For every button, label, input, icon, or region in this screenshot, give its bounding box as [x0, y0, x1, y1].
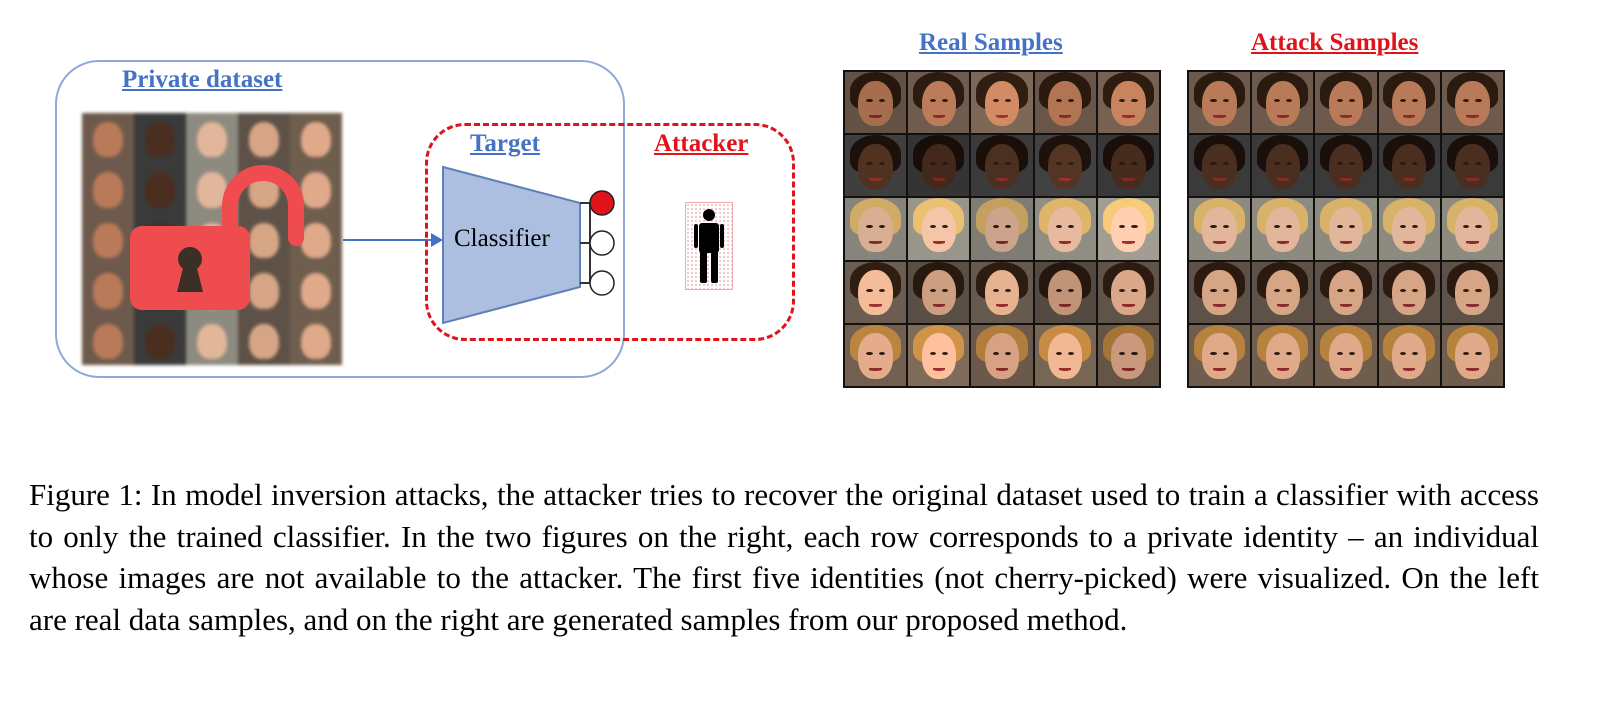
figure-caption: Figure 1: In model inversion attacks, th… [29, 477, 1539, 637]
face-thumbnail [1252, 135, 1314, 197]
face-thumbnail [1189, 261, 1251, 323]
face-thumbnail [1315, 72, 1377, 134]
face-thumbnail [1441, 72, 1503, 134]
output-node [589, 270, 615, 296]
face-thumbnail [1378, 324, 1440, 386]
face-thumbnail [845, 72, 907, 134]
blurred-face-thumbnail [82, 113, 134, 164]
face-thumbnail [1441, 261, 1503, 323]
data-flow-arrow [343, 239, 433, 241]
face-thumbnail [1441, 198, 1503, 260]
face-thumbnail [1189, 324, 1251, 386]
face-thumbnail [845, 261, 907, 323]
blurred-face-thumbnail [290, 264, 342, 315]
blurred-face-thumbnail [186, 314, 238, 365]
target-title: Target [470, 130, 540, 157]
attacker-title: Attacker [654, 130, 749, 157]
face-thumbnail [1252, 324, 1314, 386]
blurred-face-thumbnail [82, 314, 134, 365]
attack-samples-grid [1187, 70, 1505, 388]
face-thumbnail [1097, 72, 1159, 134]
attack-samples-title: Attack Samples [1251, 29, 1419, 56]
face-thumbnail [1378, 72, 1440, 134]
face-thumbnail [1189, 72, 1251, 134]
face-thumbnail [1252, 198, 1314, 260]
blurred-face-thumbnail [134, 163, 186, 214]
face-thumbnail [908, 261, 970, 323]
face-thumbnail [1378, 261, 1440, 323]
blurred-face-thumbnail [186, 113, 238, 164]
blurred-face-thumbnail [238, 113, 290, 164]
blurred-face-thumbnail [134, 113, 186, 164]
real-samples-title: Real Samples [919, 29, 1063, 56]
face-thumbnail [845, 135, 907, 197]
classifier-label: Classifier [454, 225, 550, 252]
face-thumbnail [845, 198, 907, 260]
face-thumbnail [1034, 135, 1096, 197]
face-thumbnail [971, 324, 1033, 386]
face-thumbnail [908, 198, 970, 260]
face-thumbnail [1097, 324, 1159, 386]
private-dataset-box [55, 60, 625, 378]
face-thumbnail [908, 72, 970, 134]
face-thumbnail [1378, 198, 1440, 260]
face-thumbnail [1378, 135, 1440, 197]
face-thumbnail [1315, 324, 1377, 386]
classifier-diagram [442, 165, 615, 325]
face-thumbnail [1441, 324, 1503, 386]
attacker-access-region [425, 123, 795, 341]
face-thumbnail [1315, 135, 1377, 197]
face-thumbnail [971, 261, 1033, 323]
data-flow-arrow-head [431, 233, 443, 247]
blurred-face-thumbnail [290, 314, 342, 365]
classifier-trapezoid [442, 165, 581, 325]
private-dataset-title: Private dataset [122, 66, 283, 93]
face-thumbnail [908, 135, 970, 197]
face-thumbnail [1034, 198, 1096, 260]
real-samples-grid [843, 70, 1161, 388]
face-thumbnail [1034, 324, 1096, 386]
unlocked-padlock-icon [130, 165, 304, 310]
person-icon [685, 202, 733, 290]
face-thumbnail [1252, 261, 1314, 323]
face-thumbnail [971, 72, 1033, 134]
blurred-face-thumbnail [82, 213, 134, 265]
blurred-face-thumbnail [82, 264, 134, 315]
face-thumbnail [1097, 135, 1159, 197]
face-thumbnail [1097, 261, 1159, 323]
face-thumbnail [971, 135, 1033, 197]
blurred-face-thumbnail [238, 314, 290, 365]
face-thumbnail [1315, 261, 1377, 323]
blurred-face-thumbnail [82, 163, 134, 214]
face-thumbnail [971, 198, 1033, 260]
blurred-face-thumbnail [134, 314, 186, 365]
face-thumbnail [1252, 72, 1314, 134]
blurred-face-thumbnail [290, 113, 342, 164]
face-thumbnail [1189, 135, 1251, 197]
face-thumbnail [1097, 198, 1159, 260]
output-node [589, 230, 615, 256]
face-thumbnail [845, 324, 907, 386]
face-thumbnail [908, 324, 970, 386]
face-thumbnail [1034, 261, 1096, 323]
output-node-active [589, 190, 615, 216]
face-thumbnail [1034, 72, 1096, 134]
face-thumbnail [1315, 198, 1377, 260]
face-thumbnail [1441, 135, 1503, 197]
face-thumbnail [1189, 198, 1251, 260]
